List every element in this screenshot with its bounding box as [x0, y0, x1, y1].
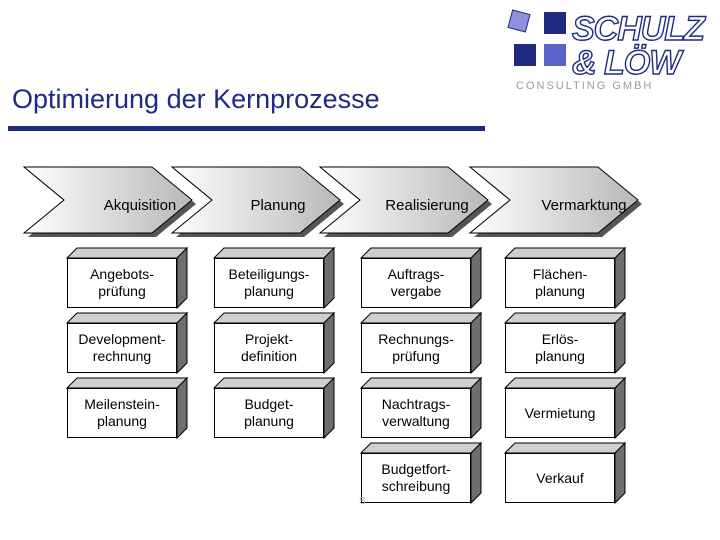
process-step-box: Budget- planung	[214, 388, 324, 438]
cell-top-face	[359, 377, 483, 389]
cell-side-face	[323, 311, 335, 375]
cell-side-face	[323, 246, 335, 310]
process-step-box: Meilenstein- planung	[67, 388, 177, 438]
process-step-box: Nachtrags- verwaltung	[361, 388, 471, 438]
process-step-box: Angebots- prüfung	[67, 258, 177, 308]
process-step-box: Erlös- planung	[505, 323, 615, 373]
cell-top-face	[65, 312, 189, 324]
logo-text-top: SCHULZ	[572, 10, 706, 48]
cell-top-face	[503, 442, 627, 454]
cell-side-face	[470, 441, 482, 505]
company-logo: SCHULZ & LÖW	[507, 9, 708, 83]
cell-top-face	[503, 247, 627, 259]
cell-top-face	[359, 442, 483, 454]
phase-label: Akquisition	[103, 197, 177, 214]
phase-arrow	[170, 166, 341, 234]
process-step-box: Projekt- definition	[214, 323, 324, 373]
logo-subtitle: CONSULTING GMBH	[516, 80, 654, 92]
cell-side-face	[470, 311, 482, 375]
cell-side-face	[176, 246, 188, 310]
process-step-box: Development- rechnung	[67, 323, 177, 373]
phase-arrow	[22, 166, 193, 234]
phase-arrow	[468, 166, 639, 234]
cell-side-face	[470, 246, 482, 310]
footer-mark: S	[359, 496, 366, 507]
slide-title: Optimierung der Kernprozesse	[12, 84, 380, 114]
cell-side-face	[323, 376, 335, 440]
cell-side-face	[614, 311, 626, 375]
process-step-box: Budgetfort- schreibung	[361, 453, 471, 503]
cell-top-face	[212, 377, 336, 389]
phase-label: Realisierung	[385, 197, 469, 214]
logo-text-bottom: & LÖW	[572, 44, 684, 82]
process-step-box: Vermietung	[505, 388, 615, 438]
cell-top-face	[503, 377, 627, 389]
process-step-box: Verkauf	[505, 453, 615, 503]
cell-top-face	[65, 247, 189, 259]
cell-top-face	[503, 312, 627, 324]
cell-side-face	[470, 376, 482, 440]
process-step-box: Rechnungs- prüfung	[361, 323, 471, 373]
process-step-box: Beteiligungs- planung	[214, 258, 324, 308]
phase-label: Planung	[250, 197, 306, 214]
cell-side-face	[614, 441, 626, 505]
logo-squares-icon	[507, 9, 566, 66]
cell-top-face	[212, 312, 336, 324]
cell-top-face	[359, 247, 483, 259]
cell-top-face	[65, 377, 189, 389]
cell-side-face	[176, 376, 188, 440]
cell-side-face	[176, 311, 188, 375]
cell-top-face	[212, 247, 336, 259]
process-step-box: Auftrags- vergabe	[361, 258, 471, 308]
cell-side-face	[614, 376, 626, 440]
cell-side-face	[614, 246, 626, 310]
process-step-box: Flächen- planung	[505, 258, 615, 308]
cell-top-face	[359, 312, 483, 324]
title-underline	[8, 126, 485, 131]
phase-label: Vermarktung	[541, 197, 627, 214]
phase-arrow	[318, 166, 489, 234]
